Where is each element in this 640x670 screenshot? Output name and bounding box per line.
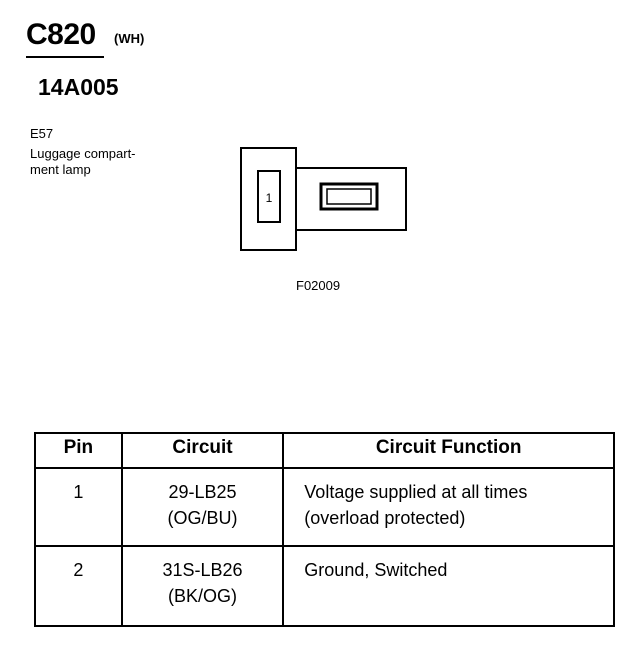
table-row: 2 31S-LB26 (BK/OG) Ground, Switched bbox=[34, 545, 615, 627]
circuit-wire-color: (OG/BU) bbox=[167, 508, 238, 528]
title-underline bbox=[26, 56, 104, 58]
pin-table: Pin Circuit Circuit Function 1 29-LB25 (… bbox=[34, 432, 615, 627]
figure-id: F02009 bbox=[296, 278, 341, 293]
table-row: 1 29-LB25 (OG/BU) Voltage supplied at al… bbox=[34, 467, 615, 547]
circuit-number: 31S-LB26 bbox=[162, 560, 243, 580]
circuit-cell: 31S-LB26 (BK/OG) bbox=[120, 545, 285, 627]
component-code: E57 bbox=[30, 126, 54, 141]
pin-cavity-1 bbox=[257, 170, 281, 223]
connector-latch bbox=[295, 167, 407, 231]
circuit-function-cell: Voltage supplied at all times (overload … bbox=[282, 467, 615, 547]
circuit-function-line-1: Voltage supplied at all times bbox=[304, 482, 528, 502]
circuit-number: 29-LB25 bbox=[168, 482, 237, 502]
component-description-line-2: ment lamp bbox=[30, 162, 91, 177]
circuit-function-line-1: Ground, Switched bbox=[304, 560, 448, 580]
pin-cell: 2 bbox=[34, 545, 123, 627]
circuit-function-cell: Ground, Switched bbox=[282, 545, 615, 627]
column-header-circuit-function: Circuit Function bbox=[282, 432, 615, 469]
column-header-circuit: Circuit bbox=[120, 432, 285, 469]
pin-cavity-label: 1 bbox=[266, 191, 273, 205]
latch-slot-inner bbox=[326, 188, 372, 205]
connector-id: C820 bbox=[26, 18, 96, 51]
component-description-line-1: Luggage compart- bbox=[30, 146, 136, 161]
pin-cell: 1 bbox=[34, 467, 123, 547]
latch-slot-outer bbox=[319, 182, 379, 211]
connector-face-diagram: 1 bbox=[240, 147, 407, 251]
component-description: Luggage compart- ment lamp bbox=[30, 146, 180, 178]
part-number: 14A005 bbox=[38, 74, 119, 100]
circuit-cell: 29-LB25 (OG/BU) bbox=[120, 467, 285, 547]
circuit-wire-color: (BK/OG) bbox=[168, 586, 238, 606]
column-header-pin: Pin bbox=[34, 432, 123, 469]
circuit-function-line-2: (overload protected) bbox=[304, 508, 466, 528]
table-header-row: Pin Circuit Circuit Function bbox=[34, 432, 615, 469]
connector-color: (WH) bbox=[114, 31, 145, 46]
